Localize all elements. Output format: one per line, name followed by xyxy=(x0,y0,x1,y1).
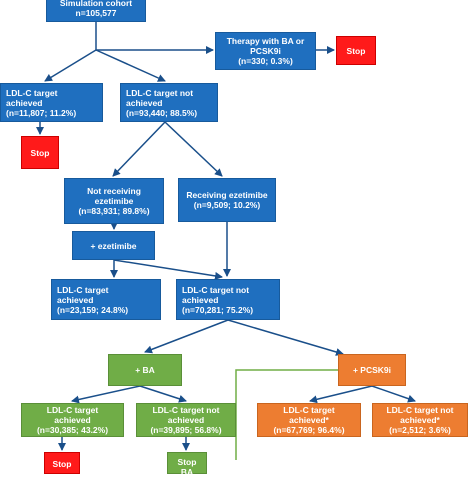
ba-pcsk9i-box: Therapy with BA or PCSK9i (n=330; 0.3%) xyxy=(215,32,316,70)
pcsk9i-achieved-line2: achieved* xyxy=(289,415,329,425)
plus-pcsk9i-box: + PCSK9i xyxy=(338,354,406,386)
stop-top-label: Stop xyxy=(346,45,366,56)
stop-ba-not-line1: Stop xyxy=(177,457,197,467)
ba-achieved-line1: LDL-C target xyxy=(46,405,99,415)
ldl-not-2-line1: LDL-C target not xyxy=(182,284,250,295)
start-cohort-line1: Simulation cohort xyxy=(59,0,133,8)
ldl-not-2-line3: (n=70,281; 75.2%) xyxy=(182,304,254,315)
ba-not-line2: achieved xyxy=(167,415,205,425)
not-ezetimibe-line2: ezetimibe xyxy=(94,196,134,206)
pcsk9i-not-line3: (n=2,512; 3.6%) xyxy=(389,425,451,435)
stop-ba-label: Stop xyxy=(52,459,72,469)
arrow-split-to-not-achieved-1 xyxy=(95,49,166,82)
plus-ba-label: + BA xyxy=(135,365,155,375)
stop-1-box: Stop xyxy=(21,136,59,169)
arrow-plus-ba-to-not-achieved xyxy=(139,385,187,403)
ba-not-achieved-box: LDL-C target not achieved (n=39,895; 56.… xyxy=(136,403,236,437)
not-ezetimibe-line1: Not receiving xyxy=(87,186,141,196)
stop-1-label: Stop xyxy=(30,147,50,158)
pcsk9i-achieved-line1: LDL-C target xyxy=(283,405,335,415)
ldl-not-achieved-1-box: LDL-C target not achieved (n=93,440; 88.… xyxy=(120,83,218,122)
plus-pcsk9i-label: + PCSK9i xyxy=(352,365,392,375)
ba-pcsk9i-line2: PCSK9i xyxy=(250,46,281,56)
ba-pcsk9i-line3: (n=330; 0.3%) xyxy=(238,56,293,66)
arrow-plus-ezetimibe-to-not-achieved-2 xyxy=(113,259,223,280)
plus-ba-box: + BA xyxy=(108,354,182,386)
ldl-achieved-2-line2: achieved xyxy=(57,294,94,305)
stop-ba-not-line2: BA xyxy=(180,467,194,477)
ba-not-line1: LDL-C target not xyxy=(152,405,220,415)
ba-achieved-box: LDL-C target achieved (n=30,385; 43.2%) xyxy=(21,403,124,437)
ldl-achieved-1-box: LDL-C target achieved (n=11,807; 11.2%) xyxy=(0,83,103,122)
receiving-ezetimibe-box: Receiving ezetimibe (n=9,509; 10.2%) xyxy=(178,178,276,222)
arrow-not-achieved-2-to-plus-ba xyxy=(144,319,229,354)
ba-achieved-line2: achieved xyxy=(54,415,91,425)
plus-ezetimibe-label: + ezetimibe xyxy=(90,240,137,251)
ldl-not-1-line1: LDL-C target not xyxy=(126,87,194,98)
not-receiving-ezetimibe-box: Not receiving ezetimibe (n=83,931; 89.8%… xyxy=(64,178,164,224)
pcsk9i-achieved-line3: (n=67,769; 96.4%) xyxy=(273,425,345,435)
arrow-pcsk9i-to-not-achieved xyxy=(371,385,416,403)
ldl-not-1-line3: (n=93,440; 88.5%) xyxy=(126,107,198,118)
ldl-achieved-1-line2: achieved xyxy=(6,97,43,108)
plus-ezetimibe-box: + ezetimibe xyxy=(72,231,155,260)
ldl-achieved-2-line3: (n=23,159; 24.8%) xyxy=(57,304,129,315)
arrow-split-to-achieved-1 xyxy=(44,49,97,82)
stop-top-box: Stop xyxy=(336,36,376,65)
ldl-not-2-line2: achieved xyxy=(182,294,219,305)
pcsk9i-not-achieved-box: LDL-C target not achieved* (n=2,512; 3.6… xyxy=(372,403,468,437)
ldl-achieved-2-line1: LDL-C target xyxy=(57,284,109,295)
ldl-not-achieved-2-box: LDL-C target not achieved (n=70,281; 75.… xyxy=(176,279,280,320)
ldl-achieved-1-line3: (n=11,807; 11.2%) xyxy=(6,107,77,118)
ba-pcsk9i-line1: Therapy with BA or xyxy=(226,36,305,46)
start-cohort-line2: n=105,577 xyxy=(75,8,117,18)
receiving-ezetimibe-line2: (n=9,509; 10.2%) xyxy=(193,200,261,210)
start-cohort-box: Simulation cohort n=105,577 xyxy=(46,0,146,22)
ldl-not-1-line2: achieved xyxy=(126,97,163,108)
stop-ba-box: Stop xyxy=(44,452,80,474)
not-ezetimibe-line3: (n=83,931; 89.8%) xyxy=(78,206,150,216)
arrow-pcsk9i-to-achieved xyxy=(309,385,373,404)
green-loop-line xyxy=(235,369,340,460)
pcsk9i-not-line2: achieved* xyxy=(400,415,440,425)
arrow-not-achieved-2-to-plus-pcsk9i xyxy=(227,319,344,356)
ldl-achieved-2-box: LDL-C target achieved (n=23,159; 24.8%) xyxy=(51,279,161,320)
pcsk9i-not-line1: LDL-C target not xyxy=(386,405,454,415)
arrow-plus-ba-to-achieved xyxy=(71,385,141,404)
pcsk9i-achieved-box: LDL-C target achieved* (n=67,769; 96.4%) xyxy=(257,403,361,437)
ba-achieved-line3: (n=30,385; 43.2%) xyxy=(36,425,109,435)
ba-not-line3: (n=39,895; 56.8%) xyxy=(150,425,222,435)
arrow-not-achieved-1-to-receiving-ezetimibe xyxy=(164,121,223,177)
arrow-not-achieved-1-to-not-ezetimibe xyxy=(112,121,166,177)
ldl-achieved-1-line1: LDL-C target xyxy=(6,87,58,98)
stop-ba-not-box: Stop BA xyxy=(167,452,207,477)
receiving-ezetimibe-line1: Receiving ezetimibe xyxy=(186,190,268,200)
